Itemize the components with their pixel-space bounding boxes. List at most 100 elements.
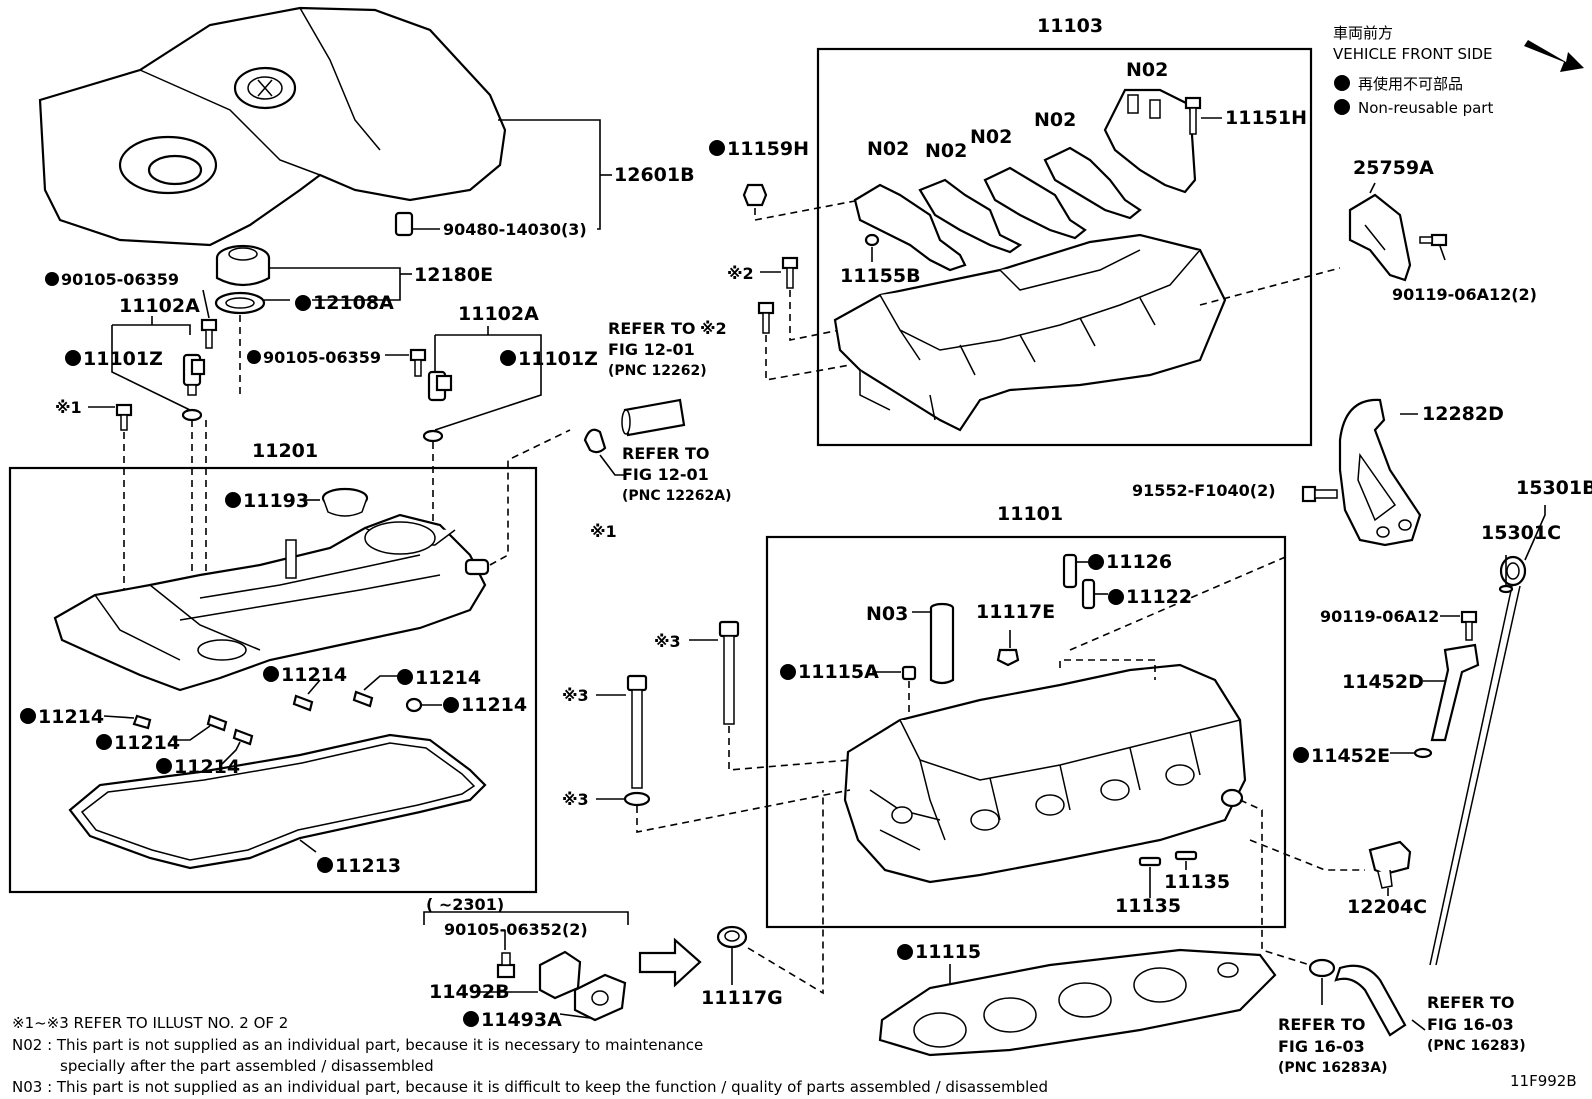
label-11452D: 11452D [1342, 671, 1424, 693]
key-11135-b [1174, 850, 1198, 861]
label-11101Z-r: 11101Z [518, 348, 598, 370]
bolt-mark1-left [115, 403, 133, 431]
legend-nonreusable-en: Non-reusable part [1358, 99, 1493, 117]
dowel-11115A [901, 665, 917, 681]
bolt-11151H [1184, 96, 1202, 135]
nr-bullet-12108A [295, 295, 311, 311]
label-mark2-a: ※2 [727, 264, 754, 283]
label-90105a: 90105-06359 [61, 270, 179, 289]
label-12108A: 12108A [313, 292, 394, 314]
note-N02: N02 : This part is not supplied as an in… [12, 1036, 703, 1054]
cam-sensor-right [427, 370, 453, 402]
frame-11201 [8, 466, 538, 894]
pin-11155B [864, 233, 880, 247]
note-marks: ※1~※3 REFER TO ILLUST NO. 2 OF 2 [12, 1014, 288, 1032]
nr-bullet-11214e [96, 734, 112, 750]
label-11117G: 11117G [701, 987, 783, 1009]
figure-id: 11F992B [1510, 1072, 1577, 1090]
label-11115A: 11115A [798, 661, 879, 683]
clip-11214-f [232, 728, 254, 746]
label-N02-c: N02 [970, 126, 1012, 148]
nut-11159H [742, 183, 768, 207]
nonreusable-bullet-icon [1334, 75, 1350, 91]
nr-bullet-11213 [317, 857, 333, 873]
o-ring-11452E [1413, 747, 1433, 759]
gasket-11493A [573, 973, 627, 1022]
label-mark3-a: ※3 [654, 632, 681, 651]
nonreusable-bullet-icon-en [1334, 99, 1350, 115]
pin-11122 [1081, 578, 1096, 610]
label-11126: 11126 [1106, 551, 1172, 573]
label-11193: 11193 [243, 490, 309, 512]
clamp-pnc16283a [1308, 958, 1336, 978]
label-mark2-b: ※2 [700, 319, 727, 338]
ref2-line1: REFER TO [622, 444, 710, 463]
clip-11214-a [292, 694, 314, 712]
camshaft-housing [833, 233, 1227, 432]
clip-11214-b [352, 690, 374, 708]
ref4-line1: REFER TO [1427, 993, 1515, 1012]
ref3-line1: REFER TO [1278, 1015, 1366, 1034]
nr-bullet-11214a [263, 666, 279, 682]
pin-11126 [1062, 553, 1078, 589]
head-bolt-mark3-a [718, 620, 740, 725]
label-11214-e: 11214 [114, 732, 180, 754]
plug-11117G [716, 925, 748, 949]
o-ring-15301C [1498, 584, 1514, 594]
label-11214-f: 11214 [174, 756, 240, 778]
nr-bullet-11122 [1108, 589, 1124, 605]
label-12601B: 12601B [614, 164, 695, 186]
label-11135-b: 11135 [1164, 871, 1230, 893]
nr-bullet-11101Z-r [500, 350, 516, 366]
nr-bullet-11214f [156, 758, 172, 774]
bolt-90119-06A12-2 [1419, 233, 1448, 247]
nr-bullet-11452E [1293, 747, 1309, 763]
clip-11214-e [206, 714, 228, 732]
legend-title-jp: 車両前方 [1333, 24, 1393, 42]
label-mark1-r: ※1 [590, 522, 617, 541]
bracket-25759A [1348, 193, 1412, 282]
hose-pnc16283 [1334, 964, 1407, 1037]
label-11214-b: 11214 [415, 667, 481, 689]
label-11102A-l: 11102A [119, 295, 200, 317]
head-bolt-mark3-b [626, 674, 648, 789]
note-N02-cont: specially after the part assembled / dis… [60, 1057, 434, 1075]
label-15301B: 15301B [1516, 477, 1592, 499]
label-91552: 91552-F1040(2) [1132, 481, 1276, 500]
label-11102A-r: 11102A [458, 303, 539, 325]
bolt-90480 [394, 211, 414, 237]
nr-bullet-11115A [780, 664, 796, 680]
label-11117E: 11117E [976, 601, 1055, 623]
guide-11452D [1430, 643, 1480, 742]
nr-bullet-11214d [20, 708, 36, 724]
oil-filler-cap [215, 244, 271, 287]
label-12282D: 12282D [1422, 403, 1504, 425]
label-N02-d: N02 [925, 140, 967, 162]
label-11159H: 11159H [727, 138, 809, 160]
label-11214-d: 11214 [38, 706, 104, 728]
label-15301C: 15301C [1481, 522, 1561, 544]
nr-bullet-11214c [443, 697, 459, 713]
bolt-mark2-b [757, 301, 775, 334]
ref1-line3: (PNC 12262) [608, 363, 707, 379]
sensor-12204C [1368, 840, 1412, 889]
label-N02-b: N02 [1034, 109, 1076, 131]
ref1-line1: REFER TO [608, 319, 696, 338]
nr-bullet-11115 [897, 944, 913, 960]
label-11214-c: 11214 [461, 694, 527, 716]
frame-11103 [816, 47, 1313, 447]
nr-bullet-11101Z-l [65, 350, 81, 366]
label-11213: 11213 [335, 855, 401, 877]
label-12204C: 12204C [1347, 896, 1427, 918]
ref4-line3: (PNC 16283) [1427, 1038, 1526, 1054]
key-11135-a [1138, 856, 1162, 867]
label-90119-2: 90119-06A12(2) [1392, 285, 1537, 304]
gasket-12108A [214, 291, 266, 315]
nr-bullet-11126 [1088, 554, 1104, 570]
bolt-91552 [1301, 485, 1338, 503]
dowel-N03 [929, 602, 955, 685]
bolt-90105-right [409, 348, 427, 377]
cylinder-head-cover [53, 513, 490, 692]
label-11155B: 11155B [840, 265, 921, 287]
o-ring-left [181, 408, 203, 422]
